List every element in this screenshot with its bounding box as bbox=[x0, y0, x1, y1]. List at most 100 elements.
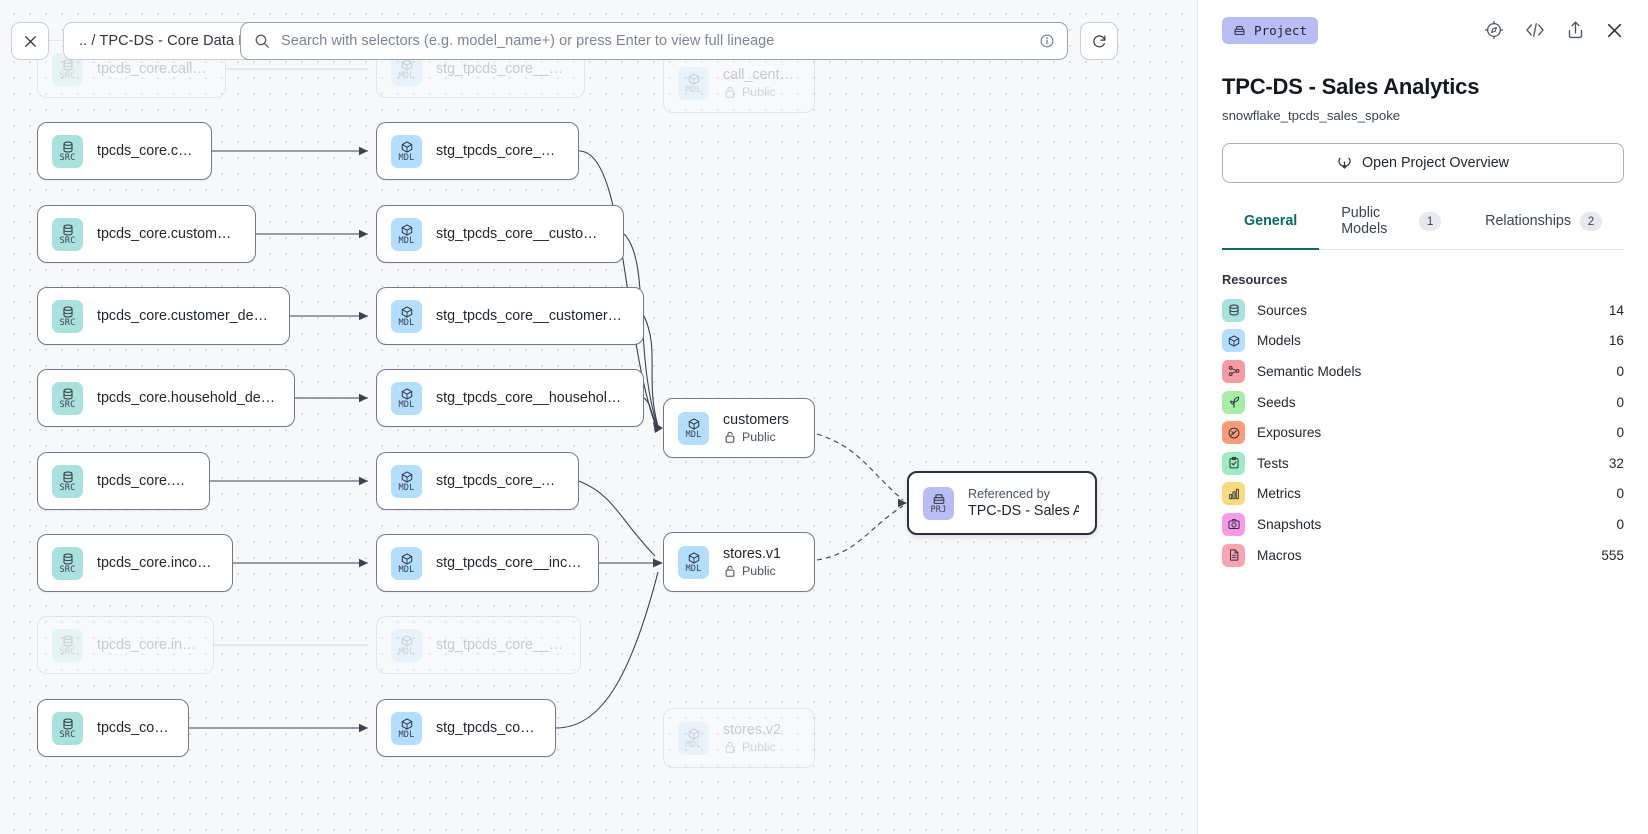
cube-icon bbox=[688, 417, 699, 430]
canvas-toolbar: .. / TPC-DS - Core Data Models Search wi… bbox=[0, 0, 1197, 78]
node-type-label: SRC bbox=[59, 564, 76, 575]
node-title: stg_tpcds_core__call_center bbox=[436, 61, 568, 77]
database-icon bbox=[62, 388, 73, 399]
node-title: stg_tpcds_core__inventory bbox=[436, 637, 564, 653]
node-title: tpcds_core.store bbox=[97, 720, 172, 736]
lineage-node[interactable]: MDLstg_tpcds_core__household_demogr… bbox=[376, 369, 644, 427]
share-icon[interactable] bbox=[1566, 20, 1585, 40]
close-lineage-button[interactable] bbox=[11, 22, 49, 60]
cube-icon bbox=[401, 717, 412, 730]
project-icon bbox=[933, 493, 944, 504]
search-bar[interactable]: Search with selectors (e.g. model_name+)… bbox=[240, 22, 1068, 60]
lineage-node[interactable]: SRC tpcds_core.income_band bbox=[37, 534, 233, 592]
compass-icon[interactable] bbox=[1484, 20, 1504, 40]
node-title: tpcds_core.customer bbox=[97, 143, 195, 159]
graph-icon bbox=[1222, 359, 1245, 383]
lineage-node[interactable]: SRC tpcds_core.store bbox=[37, 699, 189, 757]
node-type-badge-mdl: MDL bbox=[391, 628, 422, 662]
tab-general[interactable]: General bbox=[1222, 205, 1320, 250]
lineage-node[interactable]: MDL stores.v1 Public bbox=[663, 532, 815, 592]
clipboard-icon bbox=[1222, 451, 1245, 475]
close-icon[interactable] bbox=[1605, 21, 1624, 40]
node-type-label: MDL bbox=[398, 317, 415, 328]
info-icon[interactable] bbox=[1039, 33, 1055, 49]
tab-label: Public Models bbox=[1341, 205, 1388, 237]
seed-icon bbox=[1229, 396, 1239, 408]
resource-type-label: Project bbox=[1254, 22, 1308, 38]
resource-row[interactable]: Snapshots 0 bbox=[1222, 509, 1624, 540]
database-icon bbox=[62, 635, 73, 646]
project-icon bbox=[1234, 25, 1245, 35]
code-icon[interactable] bbox=[1524, 20, 1546, 40]
node-access-label: Public bbox=[742, 430, 776, 444]
node-type-label: MDL bbox=[685, 563, 702, 574]
lineage-node[interactable]: MDL stg_tpcds_core__store bbox=[376, 699, 556, 757]
camera-icon bbox=[1222, 512, 1245, 536]
cube-icon bbox=[401, 387, 412, 400]
lineage-node-project[interactable]: PRJ Referenced by TPC-DS - Sales Analyti… bbox=[907, 471, 1097, 535]
resource-count: 555 bbox=[1601, 547, 1624, 563]
open-project-overview-button[interactable]: Open Project Overview bbox=[1222, 143, 1624, 183]
cube-icon bbox=[688, 551, 699, 564]
node-title: stg_tpcds_core__store bbox=[436, 720, 539, 736]
node-type-label: SRC bbox=[59, 729, 76, 740]
resource-count: 32 bbox=[1608, 455, 1624, 471]
close-icon bbox=[24, 35, 36, 47]
search-input[interactable]: Search with selectors (e.g. model_name+)… bbox=[281, 33, 775, 49]
node-access-badge: Public bbox=[723, 740, 781, 754]
project-identifier: snowflake_tpcds_sales_spoke bbox=[1222, 108, 1401, 123]
search-icon bbox=[255, 34, 269, 48]
panel-header: Project bbox=[1222, 0, 1624, 56]
node-title: stg_tpcds_core__customer bbox=[436, 143, 562, 159]
node-type-badge-mdl: MDL bbox=[391, 711, 422, 745]
database-icon bbox=[62, 141, 73, 152]
file-icon bbox=[1222, 543, 1245, 567]
resource-name: Snapshots bbox=[1257, 516, 1322, 532]
lock-icon bbox=[725, 86, 735, 98]
node-type-label: MDL bbox=[398, 399, 415, 410]
node-type-label: PRJ bbox=[930, 504, 947, 515]
resource-count: 0 bbox=[1616, 516, 1624, 532]
refresh-button[interactable] bbox=[1080, 22, 1118, 60]
cube-icon bbox=[1228, 335, 1239, 347]
node-title: tpcds_core.income_band bbox=[97, 555, 216, 571]
node-access-badge: Public bbox=[723, 564, 781, 578]
node-title: stores.v1 bbox=[723, 546, 782, 562]
cube-icon bbox=[688, 72, 699, 85]
node-type-label: SRC bbox=[59, 70, 76, 81]
resource-name: Seeds bbox=[1257, 394, 1296, 410]
node-title: tpcds_core.date_dim bbox=[97, 473, 193, 489]
node-title: call_centers bbox=[723, 67, 798, 83]
node-type-label: MDL bbox=[398, 646, 415, 657]
lineage-node[interactable]: MDLstg_tpcds_core__customer_demogra… bbox=[376, 287, 644, 345]
node-type-label: MDL bbox=[685, 84, 702, 95]
node-type-badge-src: SRC bbox=[52, 217, 83, 251]
lineage-node[interactable]: MDL stg_tpcds_core__inventory bbox=[376, 616, 581, 674]
resource-name: Exposures bbox=[1257, 425, 1322, 441]
